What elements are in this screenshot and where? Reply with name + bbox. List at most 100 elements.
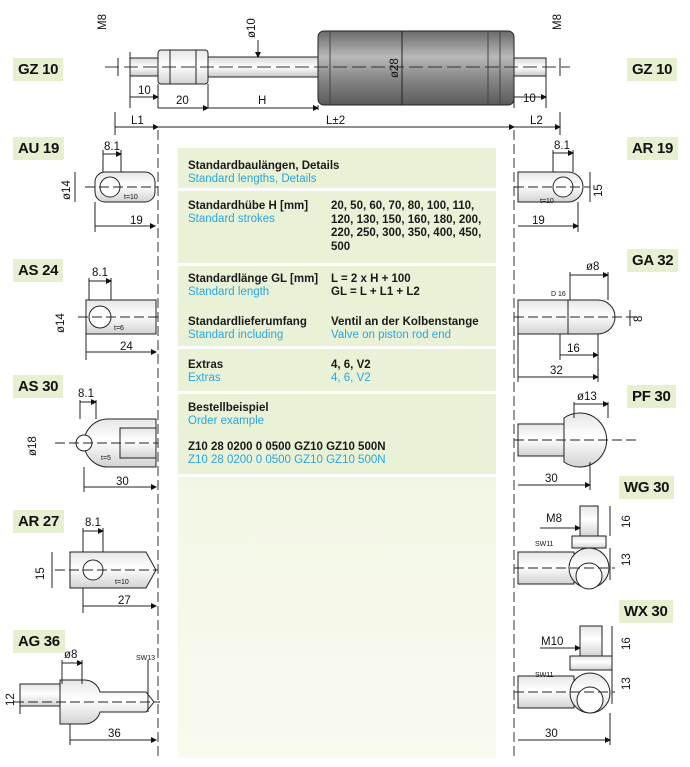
info-panel: Standardbaulängen, Details Standard leng…	[178, 148, 496, 758]
ga32-dim-16: 16	[567, 343, 580, 355]
ar27-dim-t: t=10	[115, 579, 129, 586]
dim-h: H	[258, 95, 266, 107]
extras-value-en: 4, 6, V2	[331, 372, 371, 384]
as30-drawing	[55, 399, 158, 492]
pf30-dim-d13: ø13	[577, 391, 597, 403]
divider	[178, 474, 496, 477]
strokes-label-en: Standard strokes	[188, 213, 275, 225]
wg30-drawing	[514, 505, 615, 590]
extras-value-de: 4, 6, V2	[331, 359, 371, 371]
dim-m8-right: M8	[552, 14, 564, 30]
label-wg30: WG 30	[619, 476, 675, 499]
au19-dim-81: 8.1	[104, 141, 120, 153]
ga32-dim-32: 32	[550, 365, 563, 377]
including-label-en: Standard including	[188, 329, 284, 341]
ga32-drawing	[514, 272, 640, 382]
ag36-dim-d8: ø8	[64, 649, 77, 661]
as24-dim-d14: ø14	[55, 313, 67, 333]
section-order: Bestellbeispiel Order example Z10 28 020…	[178, 394, 496, 474]
ar19-dim-81: 8.1	[554, 140, 570, 152]
ar27-dim-81: 8.1	[85, 517, 101, 529]
dim-d28: ø28	[389, 58, 401, 78]
extras-label-de: Extras	[188, 359, 224, 371]
wx30-dim-16: 16	[621, 637, 633, 650]
section-length: Standardlänge GL [mm] Standard length L …	[178, 266, 496, 346]
order-code-en: Z10 28 0200 0 0500 GZ10 GZ10 500N	[188, 454, 386, 466]
pf30-dim-30: 30	[545, 473, 558, 485]
label-gz10-left: GZ 10	[13, 58, 64, 81]
order-label-de: Bestellbeispiel	[188, 402, 269, 414]
wg30-dim-13: 13	[621, 553, 633, 566]
ag36-dim-36: 36	[108, 728, 121, 740]
as30-dim-t: t=5	[101, 455, 111, 462]
strokes-label-de: Standardhübe H [mm]	[188, 200, 309, 212]
ga32-dim-d16: D 16	[551, 291, 566, 298]
divider	[178, 188, 496, 191]
as24-dim-81: 8.1	[92, 267, 108, 279]
ar19-dim-15: 15	[593, 184, 605, 197]
wx30-dim-sw: SW11	[535, 672, 554, 679]
label-gz10-right: GZ 10	[627, 58, 678, 81]
length-label-de: Standardlänge GL [mm]	[188, 273, 319, 285]
dim-l: L±2	[326, 115, 345, 127]
au19-dim-19: 19	[130, 215, 143, 227]
ga32-dim-d8: ø8	[586, 261, 599, 273]
label-ag36: AG 36	[13, 630, 65, 653]
divider	[178, 346, 496, 349]
as24-drawing	[78, 278, 158, 360]
as30-dim-30: 30	[116, 476, 129, 488]
section-strokes: Standardhübe H [mm] Standard strokes 20,…	[178, 191, 496, 263]
label-pf30: PF 30	[627, 385, 676, 408]
wx30-drawing	[514, 625, 615, 745]
ag36-dim-12: 12	[5, 693, 17, 706]
dim-d10: ø10	[246, 18, 258, 38]
dim-m8-left: M8	[97, 14, 109, 30]
pf30-drawing	[514, 401, 640, 490]
label-au19: AU 19	[13, 137, 65, 160]
au19-dim-d14: ø14	[61, 180, 73, 200]
as30-dim-81: 8.1	[78, 388, 94, 400]
ga32-dim-8: 8	[633, 316, 645, 322]
strokes-values: 20, 50, 60, 70, 80, 100, 110, 120, 130, …	[331, 200, 482, 253]
as24-dim-24: 24	[120, 341, 133, 353]
divider	[178, 263, 496, 266]
ag36-dim-sw: SW13	[136, 655, 155, 662]
as24-dim-t: t=6	[114, 325, 124, 332]
length-formula-1: L = 2 x H + 100	[331, 273, 411, 285]
dim-10-left: 10	[138, 85, 151, 97]
dim-l2: L2	[530, 115, 543, 127]
au19-drawing	[74, 150, 158, 232]
label-as30: AS 30	[13, 375, 64, 398]
wg30-dim-16: 16	[621, 515, 633, 528]
length-formula-2: GL = L + L1 + L2	[331, 286, 420, 298]
ar19-dim-t: t=10	[540, 198, 554, 205]
ar19-dim-19: 19	[532, 215, 545, 227]
wx30-dim-30: 30	[545, 728, 558, 740]
as30-dim-d18: ø18	[27, 436, 39, 456]
wx30-dim-13: 13	[621, 677, 633, 690]
including-value-de: Ventil an der Kolbenstange	[331, 316, 479, 328]
ar27-dim-15: 15	[35, 567, 47, 580]
including-label-de: Standardlieferumfang	[188, 316, 307, 328]
section-extras: Extras Extras 4, 6, V2 4, 6, V2	[178, 349, 496, 391]
title-en: Standard lengths, Details	[188, 173, 317, 185]
label-as24: AS 24	[13, 259, 64, 282]
extras-label-en: Extras	[188, 372, 221, 384]
dim-10-right: 10	[523, 93, 536, 105]
label-ar27: AR 27	[13, 510, 65, 533]
label-wx30: WX 30	[619, 600, 673, 623]
ar19-drawing	[514, 150, 591, 232]
au19-dim-t: t=10	[124, 194, 138, 201]
wg30-dim-sw: SW11	[535, 541, 554, 548]
section-title: Standardbaulängen, Details Standard leng…	[178, 148, 496, 188]
gas-spring-drawing	[105, 30, 570, 135]
order-code-de: Z10 28 0200 0 0500 GZ10 GZ10 500N	[188, 441, 386, 453]
label-ga32: GA 32	[627, 249, 679, 272]
label-ar19: AR 19	[627, 137, 679, 160]
wg30-dim-m8: M8	[546, 513, 562, 525]
wx30-dim-m10: M10	[541, 636, 563, 648]
title-de: Standardbaulängen, Details	[188, 160, 340, 172]
length-label-en: Standard length	[188, 286, 270, 298]
ar27-drawing	[51, 528, 158, 613]
